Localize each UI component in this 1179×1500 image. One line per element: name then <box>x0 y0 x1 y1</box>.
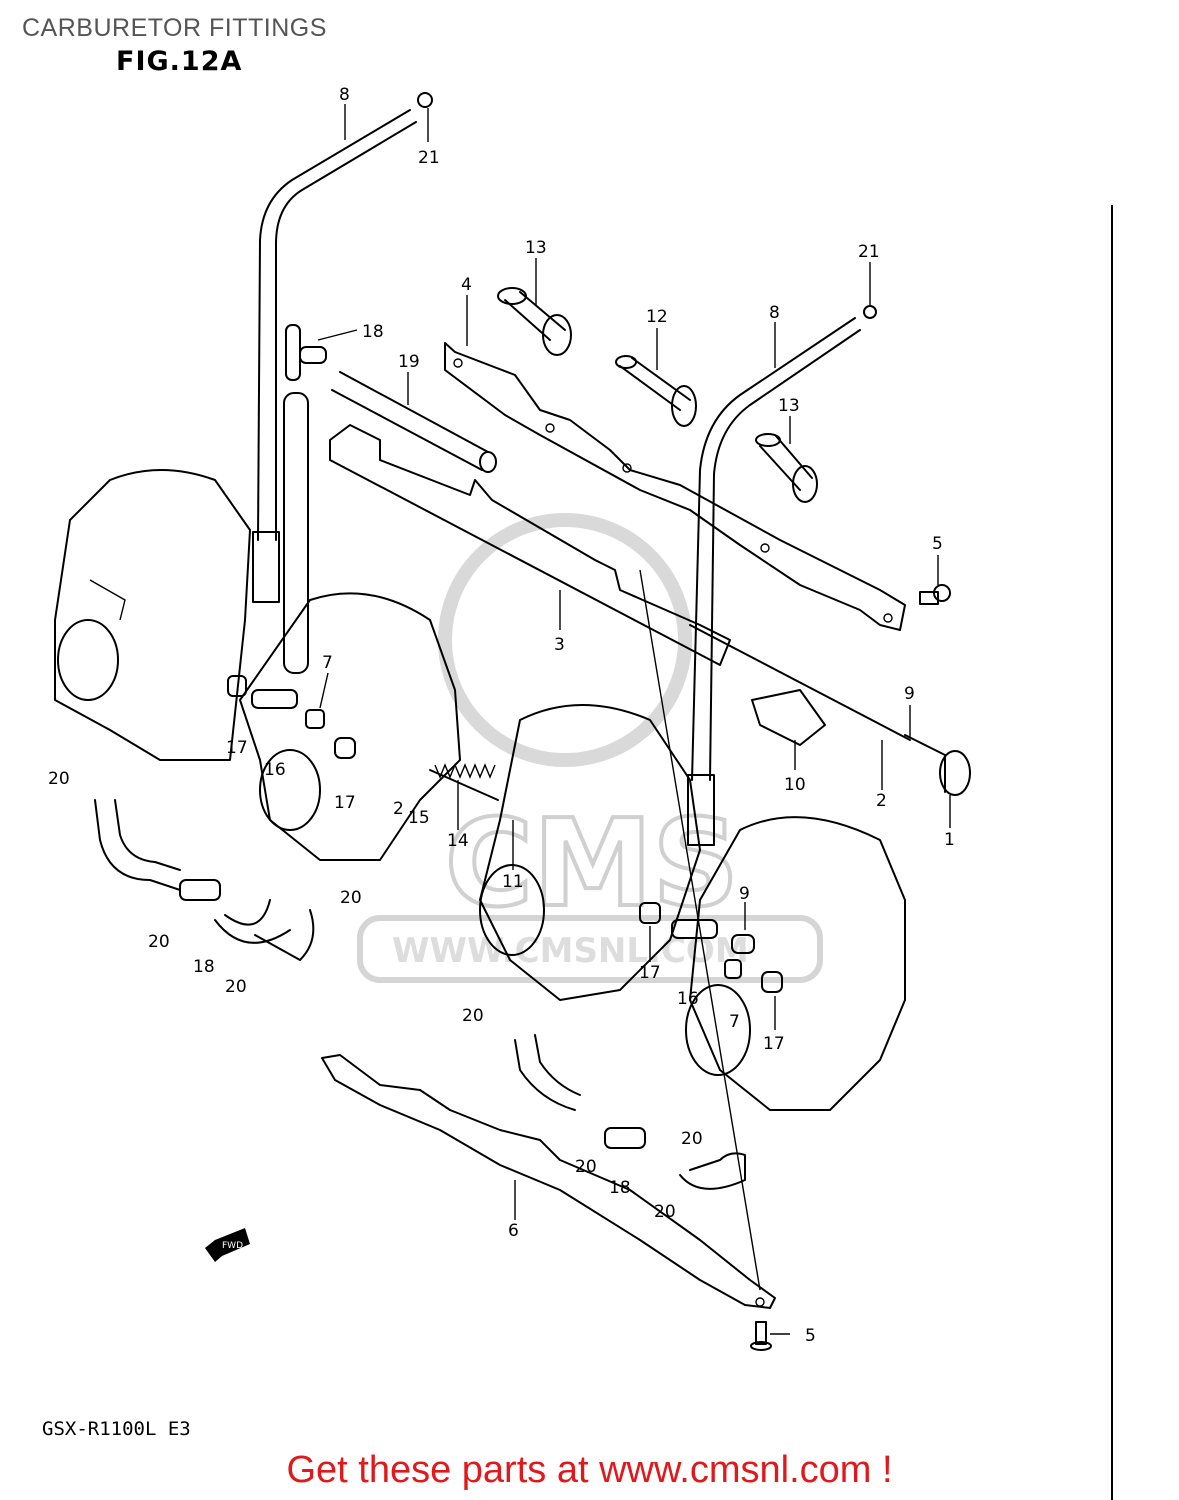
callout-6: 6 <box>508 1221 519 1241</box>
carburetor-3 <box>479 704 701 1001</box>
parts-shop-link[interactable]: Get these parts at www.cmsnl.com ! <box>286 1449 893 1491</box>
vent-tube-right <box>687 305 877 846</box>
plate-4 <box>444 342 906 631</box>
callout-9-right: 9 <box>904 684 915 704</box>
screw-5-top <box>919 584 951 605</box>
figure-label: FIG.12A <box>116 46 243 77</box>
callout-11: 11 <box>502 872 524 892</box>
callout-7-left: 7 <box>322 653 333 673</box>
fitting-cluster-left <box>227 675 356 759</box>
callout-2-right: 2 <box>876 791 887 811</box>
callout-21-right: 21 <box>858 242 880 262</box>
leader-lines <box>317 104 951 1335</box>
plunger-10 <box>751 689 826 746</box>
callout-2-left: 2 <box>393 799 404 819</box>
callout-16-right: 16 <box>677 989 699 1009</box>
rubber-boot-13a <box>497 287 572 356</box>
callout-13-top: 13 <box>525 238 547 258</box>
callout-18-lower: 18 <box>609 1178 631 1198</box>
callout-20-c: 20 <box>148 932 170 952</box>
t-fitting-top <box>285 324 327 381</box>
plate-6 <box>321 1054 776 1309</box>
forward-direction-badge: FWD <box>205 1228 250 1262</box>
carburetor-2 <box>239 592 461 861</box>
watermark-brand: CMS <box>445 795 739 934</box>
callout-8-top: 8 <box>339 85 350 105</box>
callout-numbers: 8 21 18 19 4 13 12 8 21 13 5 3 7 9 10 2 … <box>48 85 955 1346</box>
screw-5-bottom <box>750 1321 772 1351</box>
choke-cable-1 <box>689 624 971 796</box>
callout-3: 3 <box>554 635 565 655</box>
spring-14 <box>429 763 499 801</box>
callout-20-f: 20 <box>681 1129 703 1149</box>
callout-7-right: 7 <box>729 1012 740 1032</box>
callout-18-left: 18 <box>193 957 215 977</box>
vertical-tube <box>283 392 309 674</box>
drain-hose-left <box>94 799 315 961</box>
rubber-boot-12 <box>615 355 697 427</box>
callout-13-right: 13 <box>778 396 800 416</box>
callout-21-top: 21 <box>418 148 440 168</box>
callout-20-h: 20 <box>654 1202 676 1222</box>
callout-20-g: 20 <box>575 1157 597 1177</box>
hose-19 <box>331 371 497 473</box>
callout-10: 10 <box>784 775 806 795</box>
carburetor-left <box>54 469 251 761</box>
callout-20-b: 20 <box>340 888 362 908</box>
callout-5-top: 5 <box>932 534 943 554</box>
callout-15: 15 <box>408 808 430 828</box>
forward-label: FWD <box>222 1241 243 1251</box>
callout-17-a: 17 <box>226 738 248 758</box>
callout-18-top: 18 <box>362 322 384 342</box>
fitting-cluster-right <box>639 902 783 993</box>
callout-17-b: 17 <box>334 793 356 813</box>
callout-8-right: 8 <box>769 303 780 323</box>
callout-9-lower: 9 <box>739 884 750 904</box>
callout-16-left: 16 <box>264 760 286 780</box>
callout-20-e: 20 <box>462 1006 484 1026</box>
callout-20-d: 20 <box>225 977 247 997</box>
callout-20-a: 20 <box>48 769 70 789</box>
callout-5-bottom: 5 <box>805 1326 816 1346</box>
throttle-bracket-3 <box>329 424 731 666</box>
watermark-logo: CMS WWW.CMSNL.COM <box>357 513 823 983</box>
callout-14: 14 <box>447 831 469 851</box>
carburetor-right <box>685 816 906 1111</box>
drain-hose-middle <box>514 1034 746 1190</box>
vent-tube-left <box>252 92 433 603</box>
callout-19: 19 <box>398 352 420 372</box>
callout-4: 4 <box>461 275 472 295</box>
callout-17-d: 17 <box>763 1034 785 1054</box>
callout-17-c: 17 <box>639 963 661 983</box>
model-code: GSX-R1100L E3 <box>42 1418 191 1440</box>
rubber-boot-13b <box>755 433 818 503</box>
callout-1: 1 <box>944 830 955 850</box>
page-title: CARBURETOR FITTINGS <box>22 14 327 42</box>
callout-12: 12 <box>646 307 668 327</box>
